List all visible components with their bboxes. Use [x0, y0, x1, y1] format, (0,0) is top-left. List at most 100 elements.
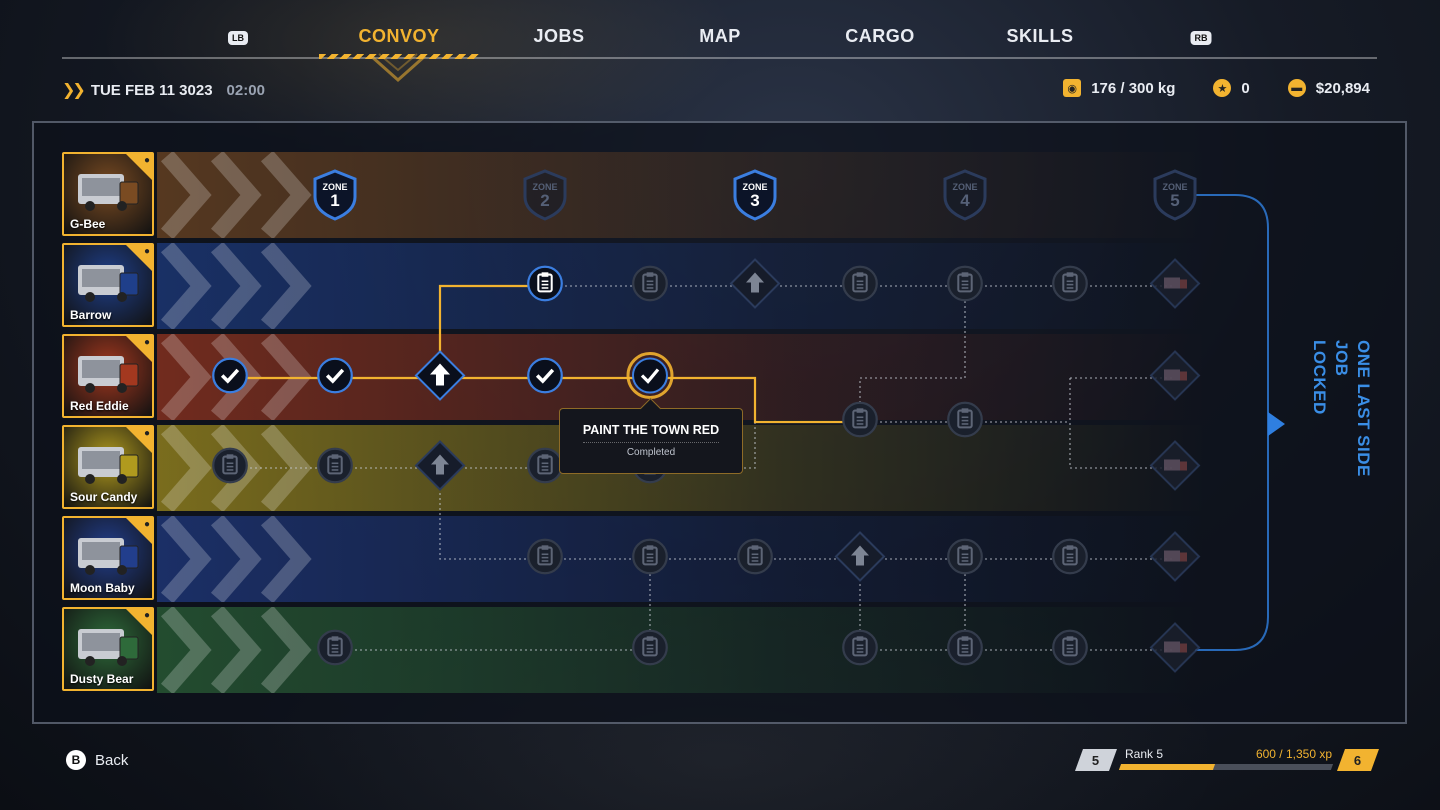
truck-name: Barrow	[70, 308, 112, 322]
zone-number: 2	[540, 191, 550, 210]
truck-icon	[1149, 531, 1201, 582]
zone-badge-4: ZONE 4	[941, 169, 989, 221]
job-node-locked[interactable]	[631, 629, 669, 672]
job-node-locked[interactable]	[1051, 538, 1089, 581]
wheelbarrow-icon: ●	[143, 246, 150, 257]
final-job[interactable]: ONE LAST SIDE JOB LOCKED	[1268, 340, 1373, 510]
truck-icon	[1149, 350, 1201, 401]
clipboard-icon	[842, 401, 878, 438]
tab-cargo[interactable]: CARGO	[845, 26, 915, 46]
job-node-selected[interactable]	[625, 351, 675, 406]
truck-card[interactable]: ● G-Bee	[62, 152, 154, 236]
job-node-locked[interactable]	[946, 538, 984, 581]
truck-name: Moon Baby	[70, 581, 135, 595]
active-tab-chevron-icon	[370, 53, 426, 83]
clipboard-icon	[527, 265, 563, 302]
final-job-title: ONE LAST SIDE JOB	[1332, 340, 1373, 477]
double-chevron-icon: ❯❯	[62, 82, 86, 99]
shield-icon	[733, 169, 777, 221]
final-job-status: LOCKED	[1310, 340, 1329, 415]
truck-badge	[126, 245, 152, 271]
job-node-completed[interactable]	[316, 357, 354, 400]
clipboard-icon	[842, 629, 878, 666]
rb-button[interactable]: RB	[1190, 31, 1212, 45]
tab-skills[interactable]: SKILLS	[1006, 26, 1074, 46]
upgrade-node-locked[interactable]	[729, 258, 781, 315]
job-node-locked[interactable]	[316, 629, 354, 672]
truck-row-1: ● Barrow	[62, 243, 1212, 329]
tooltip-divider	[583, 442, 719, 443]
convoy-truck-node[interactable]	[1149, 258, 1201, 315]
clipboard-icon	[1052, 629, 1088, 666]
rank-label: Rank 5	[1125, 747, 1164, 761]
truck-badge	[126, 427, 152, 453]
tab-jobs[interactable]: JOBS	[533, 26, 585, 46]
up-arrow-icon	[414, 440, 466, 491]
truck-card[interactable]: ● Dusty Bear	[62, 607, 154, 691]
job-node-locked[interactable]	[841, 629, 879, 672]
xp-bar	[1118, 764, 1334, 770]
clipboard-icon	[737, 538, 773, 575]
job-node-locked[interactable]	[526, 538, 564, 581]
truck-card[interactable]: ● Sour Candy	[62, 425, 154, 509]
clipboard-icon	[842, 265, 878, 302]
upgrade-node-completed[interactable]	[414, 350, 466, 407]
job-node-locked[interactable]	[841, 265, 879, 308]
job-node-locked[interactable]	[1051, 265, 1089, 308]
convoy-truck-node[interactable]	[1149, 440, 1201, 497]
lb-button[interactable]: LB	[228, 31, 248, 45]
tab-convoy[interactable]: CONVOY	[358, 26, 440, 46]
job-node-locked[interactable]	[946, 265, 984, 308]
job-node-locked[interactable]	[631, 538, 669, 581]
truck-card[interactable]: ● Moon Baby	[62, 516, 154, 600]
job-node-locked[interactable]	[946, 629, 984, 672]
zone-badge-2: ZONE 2	[521, 169, 569, 221]
convoy-truck-node[interactable]	[1149, 350, 1201, 407]
tab-map[interactable]: MAP	[699, 26, 741, 46]
moon-icon: ●	[143, 519, 150, 530]
convoy-truck-node[interactable]	[1149, 531, 1201, 588]
upgrade-node-locked[interactable]	[414, 440, 466, 497]
back-button[interactable]: B Back	[66, 750, 128, 770]
job-node-locked[interactable]	[736, 538, 774, 581]
candy-icon: ●	[143, 428, 150, 439]
date-text: TUE FEB 11 3023	[90, 81, 213, 99]
convoy-truck-node[interactable]	[1149, 622, 1201, 679]
job-node-completed[interactable]	[211, 357, 249, 400]
weight-icon: ◉	[1063, 79, 1082, 97]
job-node-locked[interactable]	[316, 447, 354, 490]
weight-stat: ◉ 176 / 300 kg	[1063, 79, 1175, 97]
money-value: $20,894	[1315, 79, 1370, 97]
clipboard-icon	[947, 538, 983, 575]
row-chevrons-icon	[160, 516, 312, 602]
up-arrow-icon	[729, 258, 781, 309]
zone-number: 1	[330, 191, 340, 210]
clipboard-icon	[947, 629, 983, 666]
job-node-available[interactable]	[526, 265, 564, 308]
truck-card[interactable]: ● Red Eddie	[62, 334, 154, 418]
truck-row-0: ● G-Bee	[62, 152, 1212, 238]
zone-label: ZONE	[532, 182, 558, 192]
clipboard-icon	[1052, 265, 1088, 302]
zone-label: ZONE	[952, 182, 978, 192]
job-node-completed[interactable]	[526, 357, 564, 400]
clipboard-icon	[212, 447, 248, 484]
job-node-locked[interactable]	[211, 447, 249, 490]
money-stat: ▬ $20,894	[1287, 79, 1370, 97]
clipboard-icon	[317, 629, 353, 666]
truck-name: G-Bee	[70, 217, 106, 231]
clipboard-icon	[947, 265, 983, 302]
truck-badge	[126, 336, 152, 362]
checkmark-icon	[626, 352, 674, 399]
job-node-locked[interactable]	[631, 265, 669, 308]
stars-stat: ★ 0	[1213, 79, 1250, 97]
upgrade-node-locked[interactable]	[834, 531, 886, 588]
job-node-locked[interactable]	[1051, 629, 1089, 672]
job-node-locked[interactable]	[946, 401, 984, 444]
rank-current-badge: 5	[1074, 749, 1118, 771]
checkmark-icon	[212, 357, 248, 394]
zone-badge-1: ZONE 1	[311, 169, 359, 221]
truck-card[interactable]: ● Barrow	[62, 243, 154, 327]
job-node-locked[interactable]	[841, 401, 879, 444]
truck-icon	[1149, 440, 1201, 491]
